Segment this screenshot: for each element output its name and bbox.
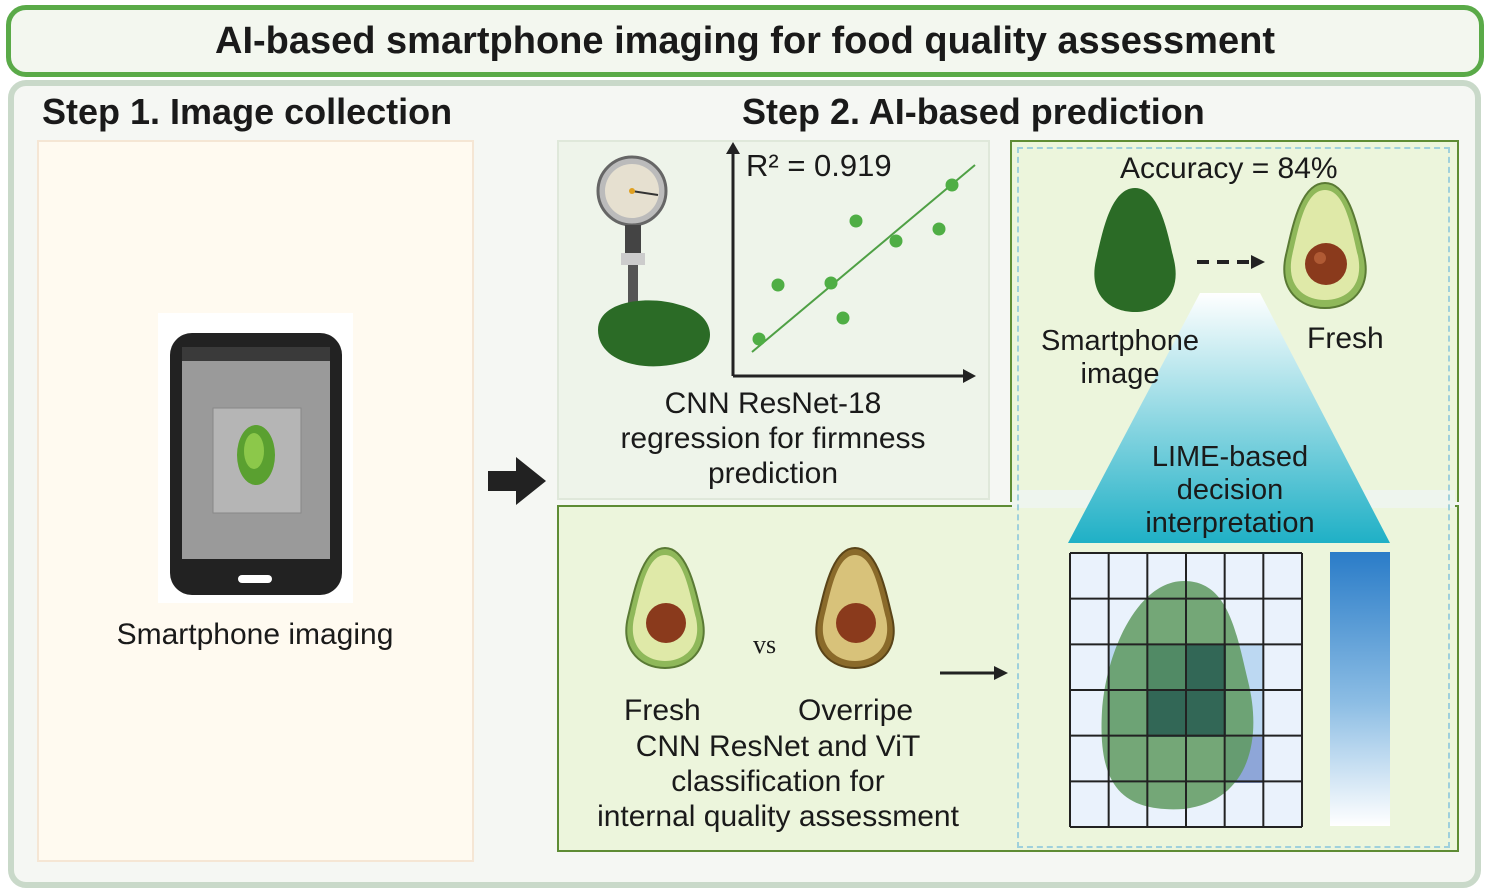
avocado-overripe-icon [815, 546, 895, 670]
smartphone-image-label: Smartphone image [1020, 325, 1220, 391]
classification-caption: CNN ResNet and ViT classification for in… [557, 729, 999, 834]
label-line: LIME-based [1151, 441, 1309, 473]
label-line: image [1080, 358, 1160, 390]
caption-line: internal quality assessment [597, 800, 959, 833]
scatter-point [932, 222, 946, 236]
lime-trapezoid [1068, 293, 1390, 543]
dashed-arrow-icon [1197, 255, 1265, 269]
scatter-point [945, 178, 959, 192]
scatter-point [849, 214, 863, 228]
scatter-point [824, 276, 838, 290]
caption-line: CNN ResNet and ViT [635, 730, 921, 763]
right-arrow-icon [488, 457, 546, 505]
smartphone-imaging-label: Smartphone imaging [116, 618, 394, 651]
scatter-point [752, 332, 766, 346]
lime-heatmap-grid [1069, 552, 1303, 828]
regression-caption: CNN ResNet-18 regression for firmness pr… [557, 386, 989, 491]
right-arrow-small-icon [940, 666, 1008, 680]
label-line: decision [1176, 474, 1284, 506]
fit-line [751, 164, 976, 353]
avocado-dark-icon [1094, 188, 1176, 312]
scatter-point [771, 278, 785, 292]
caption-line: classification for [671, 765, 885, 798]
label-line: Smartphone [1041, 325, 1199, 357]
avocado-fresh-icon [1283, 181, 1367, 310]
page-title: AI-based smartphone imaging for food qua… [215, 19, 1275, 62]
caption-line: prediction [707, 457, 839, 490]
step1-heading: Step 1. Image collection [42, 91, 453, 132]
accuracy-label: Accuracy = 84% [1120, 152, 1338, 185]
scatter-point [889, 234, 903, 248]
title-banner: AI-based smartphone imaging for food qua… [6, 5, 1484, 77]
classification-panel [557, 505, 1459, 852]
penetrometer-avocado-icon [596, 155, 710, 367]
lime-label: LIME-based decision interpretation [1090, 441, 1370, 540]
caption-line: CNN ResNet-18 [664, 387, 882, 420]
vs-label: vs [753, 630, 777, 659]
caption-line: regression for firmness [620, 422, 926, 455]
scatter-point [836, 311, 850, 325]
smartphone-icon [158, 313, 353, 603]
fresh-class-label: Fresh [624, 694, 701, 727]
lime-dashed-frame [1017, 147, 1450, 848]
regression-scatter-plot [726, 142, 976, 383]
overripe-class-label: Overripe [798, 694, 914, 727]
r-squared-label: R² = 0.919 [746, 148, 892, 183]
step2-heading: Step 2. AI-based prediction [742, 91, 1205, 132]
colorbar [1330, 552, 1390, 826]
fresh-output-label: Fresh [1307, 322, 1384, 355]
label-line: interpretation [1145, 507, 1315, 539]
avocado-fresh-half-icon [625, 546, 705, 670]
